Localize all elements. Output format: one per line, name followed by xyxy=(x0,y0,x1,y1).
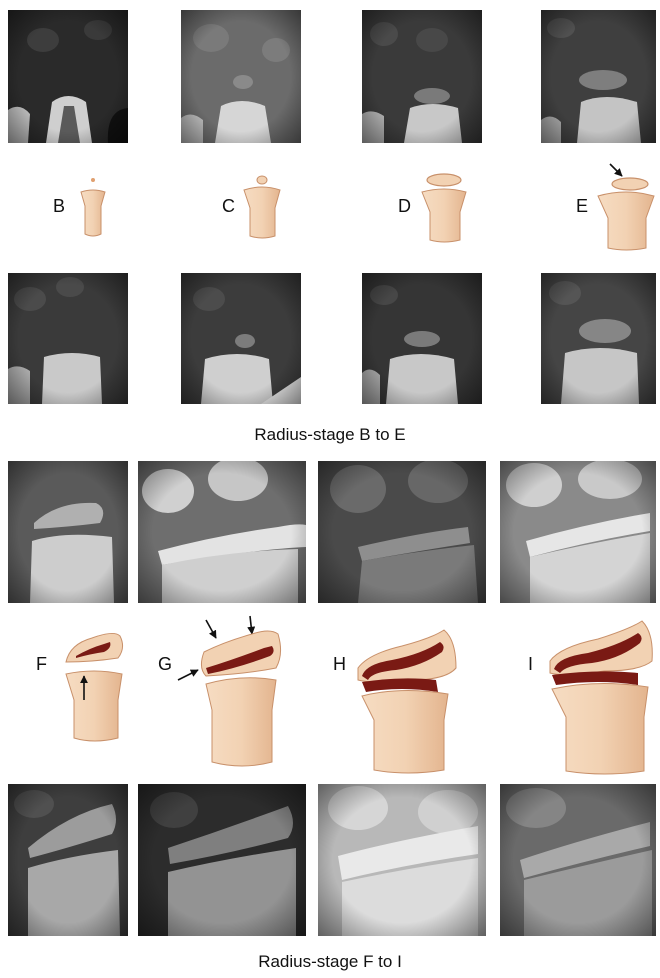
xray-h-bottom xyxy=(318,784,486,936)
arrow-icon xyxy=(610,164,622,176)
bone-diagram-h xyxy=(352,620,462,776)
xray-d-top xyxy=(362,10,482,143)
xray-f-bottom xyxy=(8,784,128,936)
arrow-icon xyxy=(178,670,198,680)
stage-label-c: C xyxy=(222,197,235,215)
xray-g-bottom xyxy=(138,784,306,936)
stage-label-d: D xyxy=(398,197,411,215)
caption-stage-f-to-i: Radius-stage F to I xyxy=(0,952,660,972)
stage-label-g: G xyxy=(158,655,172,673)
bone-diagram-f xyxy=(60,618,130,744)
xray-e-bottom xyxy=(541,273,656,404)
xray-f-top xyxy=(8,461,128,603)
stage-label-i: I xyxy=(528,655,533,673)
stage-label-e: E xyxy=(576,197,588,215)
arrow-icon xyxy=(250,616,252,634)
bone-diagram-d xyxy=(418,170,470,244)
xray-b-top xyxy=(8,10,128,143)
xray-i-top xyxy=(500,461,656,603)
xray-h-top xyxy=(318,461,486,603)
bone-diagram-i xyxy=(544,615,656,777)
stage-label-f: F xyxy=(36,655,47,673)
bone-diagram-c xyxy=(240,174,284,240)
xray-g-top xyxy=(138,461,306,603)
stage-label-h: H xyxy=(333,655,346,673)
bone-diagram-b xyxy=(76,176,110,238)
xray-c-top xyxy=(181,10,301,143)
bone-diagram-g xyxy=(172,612,290,770)
xray-e-top xyxy=(541,10,656,143)
arrow-icon xyxy=(206,620,216,638)
caption-stage-b-to-e: Radius-stage B to E xyxy=(0,425,660,445)
xray-b-bottom xyxy=(8,273,128,404)
xray-c-bottom xyxy=(181,273,301,404)
bone-diagram-e xyxy=(592,160,656,252)
stage-label-b: B xyxy=(53,197,65,215)
xray-i-bottom xyxy=(500,784,656,936)
xray-d-bottom xyxy=(362,273,482,404)
